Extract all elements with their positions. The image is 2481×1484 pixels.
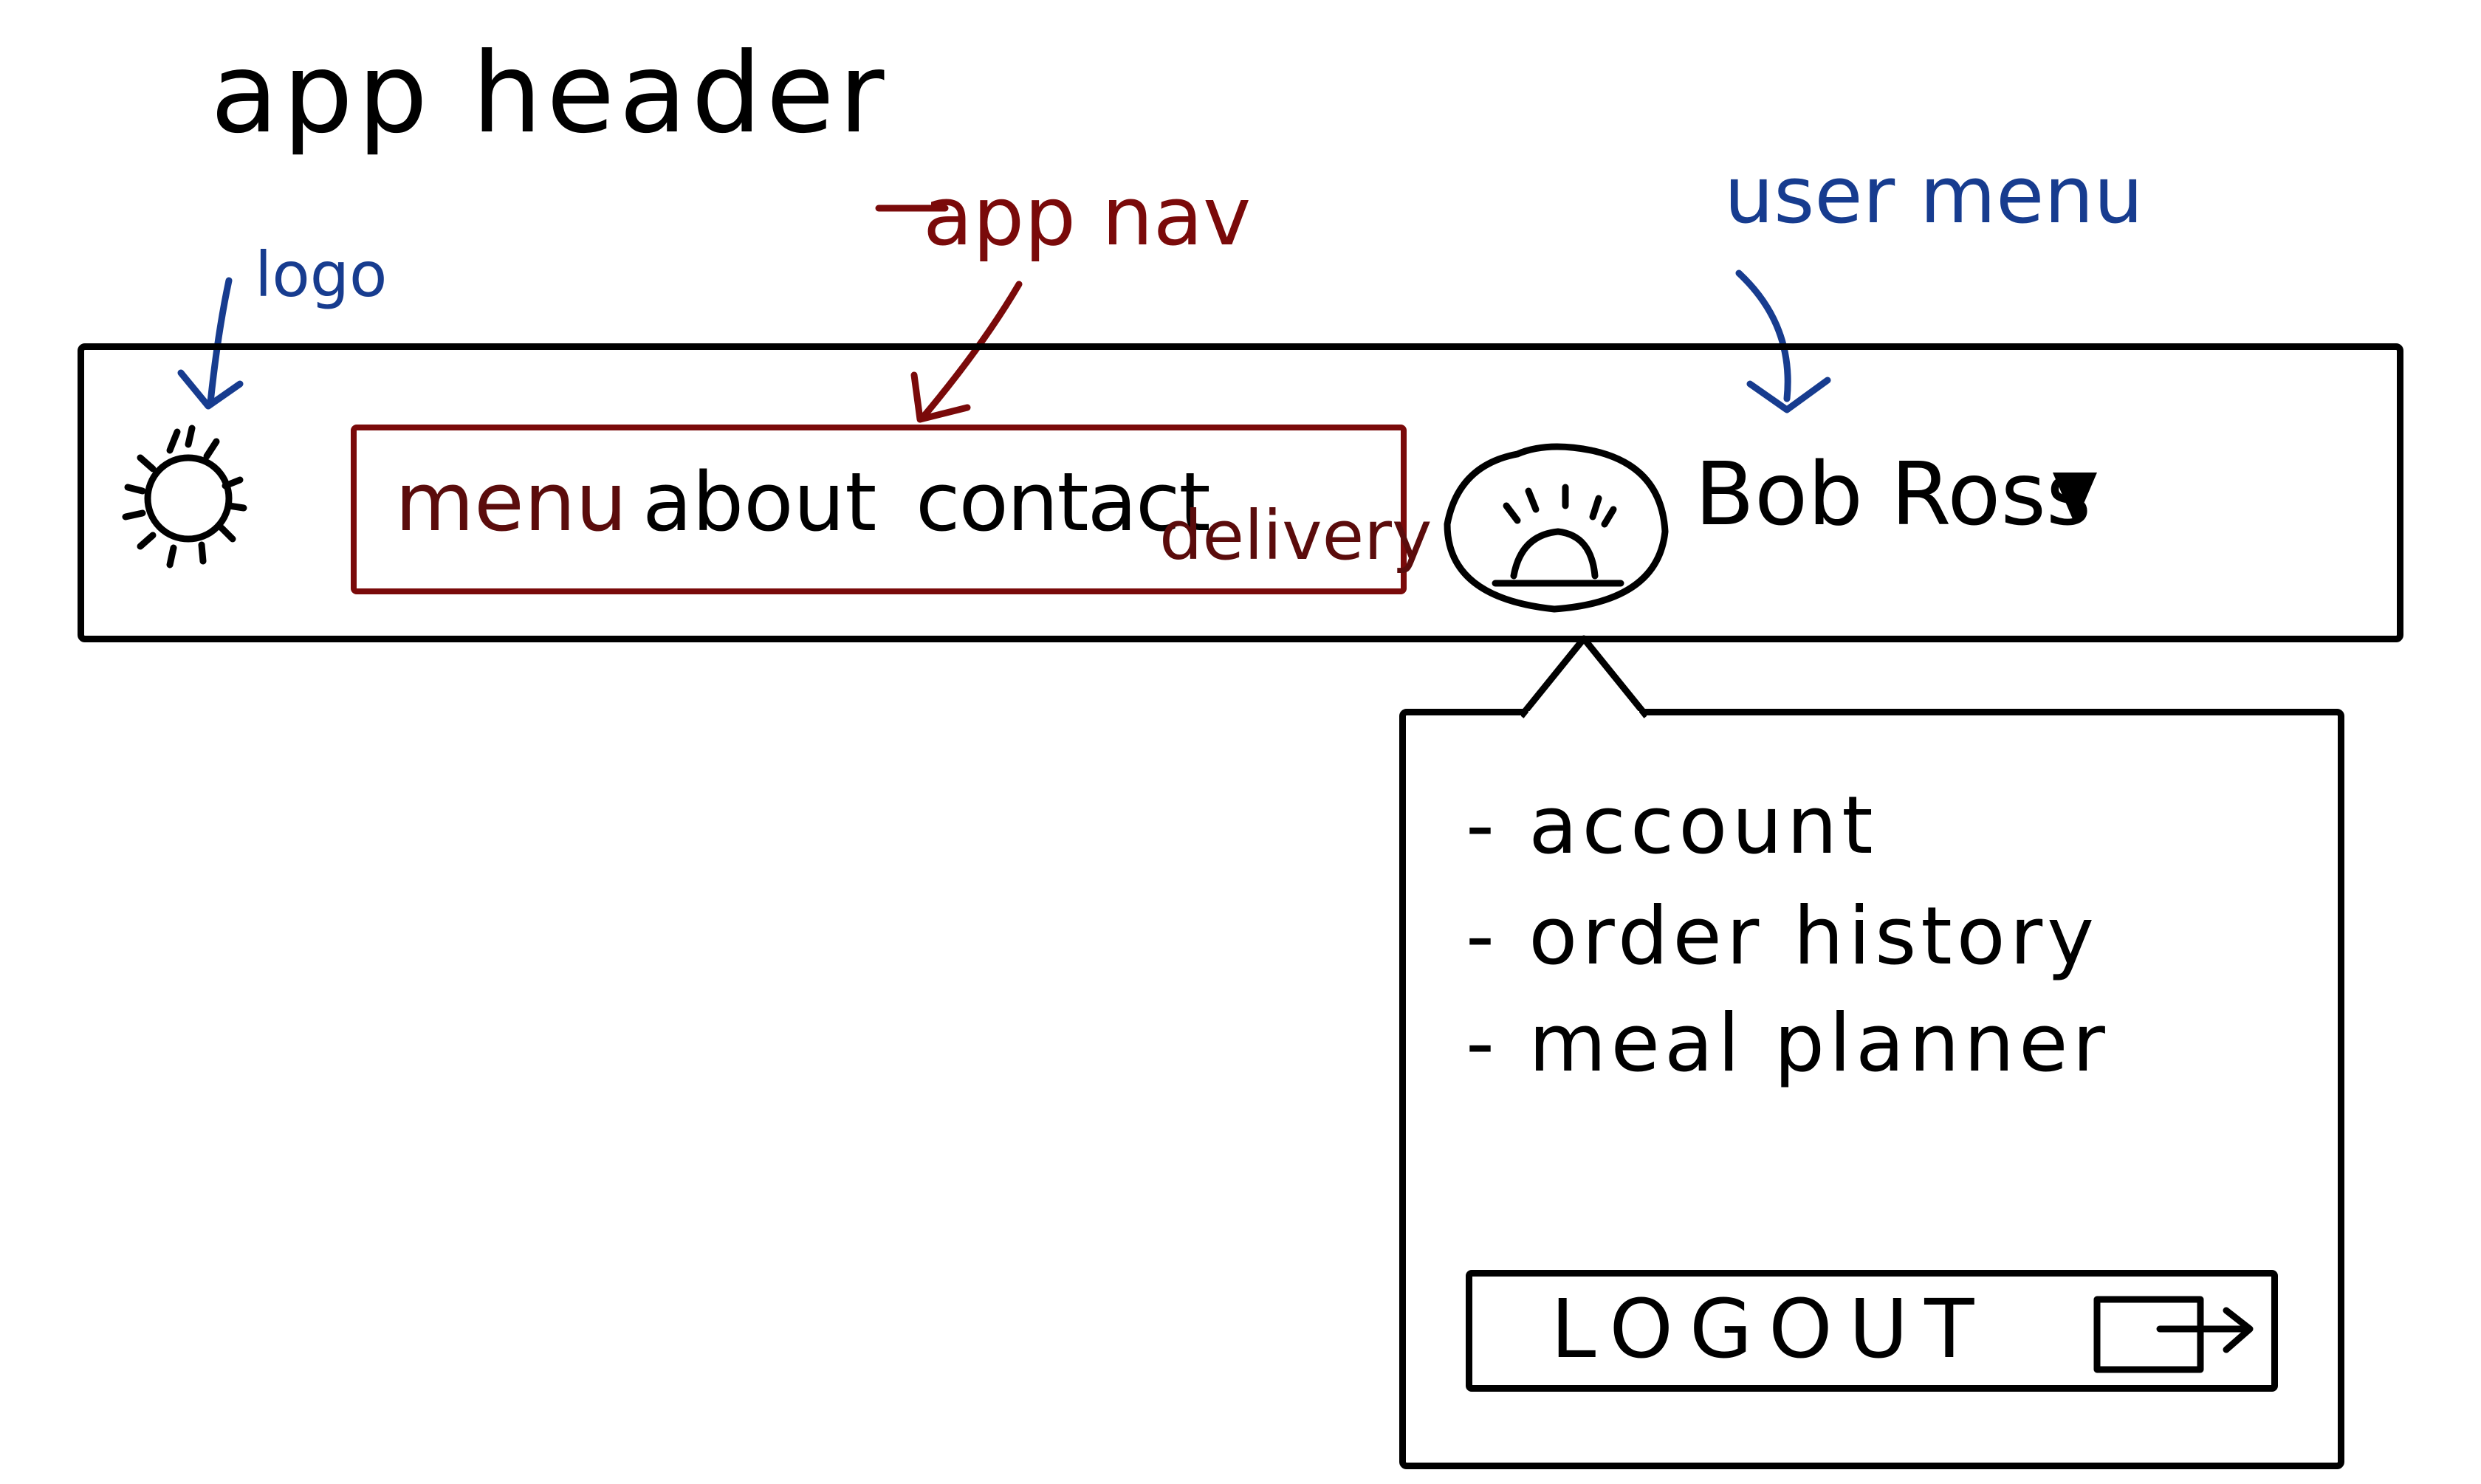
dropdown-item-meal-planner[interactable]: - meal planner <box>1466 997 2110 1090</box>
user-dropdown-menu <box>1399 709 2344 1469</box>
dropdown-item-account[interactable]: - account <box>1466 780 1878 872</box>
user-menu-arrow <box>1735 269 1831 413</box>
annotation-logo: logo <box>255 238 388 311</box>
user-name[interactable]: Bob Ross <box>1695 443 2092 545</box>
avatar-icon[interactable] <box>1429 436 1680 628</box>
logout-label: LOGOUT <box>1551 1282 1991 1376</box>
annotation-app-nav: app nav <box>923 169 1252 264</box>
nav-item-contact[interactable]: contact <box>916 455 1211 549</box>
logout-button[interactable] <box>1466 1270 2278 1392</box>
app-header <box>78 343 2403 642</box>
dropdown-item-order-history[interactable]: - order history <box>1466 890 2099 983</box>
logo-arrow <box>177 277 244 410</box>
nav-item-menu[interactable]: menu <box>395 455 628 549</box>
caret-down-icon[interactable] <box>2053 473 2097 524</box>
dropdown-pointer <box>1521 635 1647 720</box>
nav-item-delivery[interactable]: delivery <box>1159 496 1432 575</box>
annotation-user-menu: user menu <box>1724 150 2144 241</box>
logout-exit-icon <box>2093 1296 2254 1373</box>
nav-item-about[interactable]: about <box>642 455 877 549</box>
app-nav <box>351 425 1407 594</box>
page-title: app header <box>210 30 889 158</box>
sun-logo-icon[interactable] <box>100 399 281 598</box>
